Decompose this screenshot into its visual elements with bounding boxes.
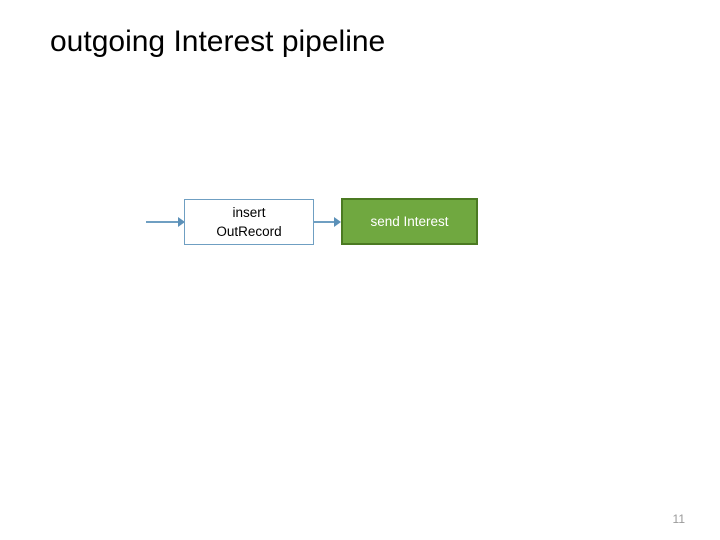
node-insert-out-record[interactable]: insert OutRecord [184,199,314,245]
arrow-head-icon [178,217,185,227]
node-send-interest-label: send Interest [370,213,449,229]
page-title: outgoing Interest pipeline [50,25,386,58]
page-number: 11 [672,512,685,526]
insert-to-send-arrow [314,215,342,229]
arrow-shaft [314,221,336,223]
node-insert-out-record-label: insert OutRecord [216,205,282,239]
node-send-interest[interactable]: send Interest [341,198,478,245]
arrow-head-icon [334,217,341,227]
inbound-arrow [146,215,186,229]
arrow-shaft [146,221,180,223]
